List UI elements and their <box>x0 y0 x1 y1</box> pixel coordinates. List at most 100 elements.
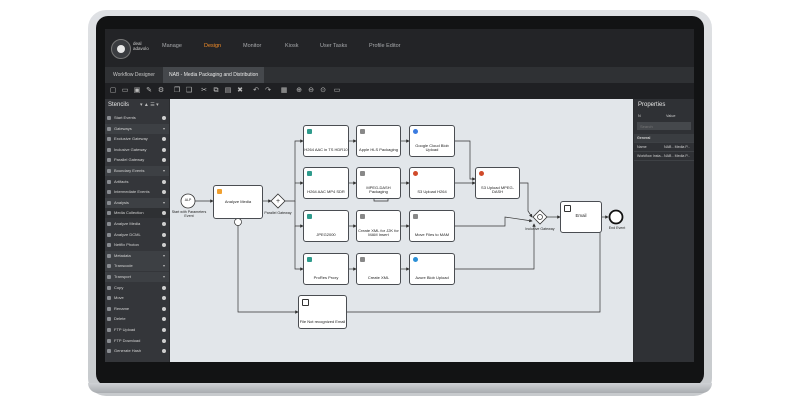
edit-icon[interactable]: ✎ <box>146 87 152 94</box>
stencil-item[interactable]: Rename <box>105 304 169 314</box>
stencil-item[interactable]: Copy <box>105 283 169 293</box>
info-icon[interactable] <box>162 338 166 343</box>
tab-nab-media-packaging[interactable]: NAB - Media Packaging and Distribution <box>163 67 265 83</box>
duplicate-icon[interactable]: ⧉ <box>213 87 219 94</box>
zoom-in-icon[interactable]: ⊕ <box>296 87 302 94</box>
property-row-workflow-instance[interactable]: Workflow Insta... NAB - Media P... <box>634 152 694 161</box>
node-h264-hdr[interactable]: H264 AAC in TS HDR10 <box>303 125 349 157</box>
workflow-canvas[interactable]: + ALP Start with Parameters Event Parall… <box>170 99 633 362</box>
zoom-out-icon[interactable]: ⊖ <box>308 87 314 94</box>
chevron-down-icon[interactable]: ▾ <box>162 168 165 173</box>
nav-design[interactable]: Design <box>204 43 222 49</box>
node-email[interactable]: Email <box>560 201 602 233</box>
stencil-item[interactable]: Parallel Gateway <box>105 155 169 165</box>
save-icon[interactable]: ▣ <box>133 87 141 94</box>
nav-profile-editor[interactable]: Profile Editor <box>369 43 401 49</box>
nav-kiosk[interactable]: Kiosk <box>285 43 299 49</box>
new-file-icon[interactable]: ▢ <box>109 87 117 94</box>
stencil-item[interactable]: Analysis▾ <box>105 197 169 208</box>
info-icon[interactable] <box>162 137 166 142</box>
cut-icon[interactable]: ✂ <box>201 87 207 94</box>
node-mpeg-dash[interactable]: MPEG-DASH Packaging <box>356 167 401 199</box>
stencil-item[interactable]: Artifacts <box>105 177 169 187</box>
stencil-item[interactable]: Inclusive Gateway <box>105 145 169 155</box>
node-jpeg2000[interactable]: JPEG2000 <box>303 210 349 242</box>
stencil-icon <box>107 211 111 216</box>
redo-icon[interactable]: ↷ <box>265 87 271 94</box>
settings-icon[interactable]: ⚙ <box>157 87 165 94</box>
category-icon <box>107 253 111 258</box>
stencil-item[interactable]: Analyze Media <box>105 219 169 229</box>
stencils-tools[interactable]: ▾ ▲ ☰ ▾ <box>140 102 159 108</box>
info-icon[interactable] <box>162 243 166 248</box>
clipboard-icon[interactable]: ▤ <box>224 87 232 94</box>
info-icon[interactable] <box>162 179 166 184</box>
node-file-not-recognized[interactable]: File Not recognized Email <box>298 295 347 329</box>
nav-manage[interactable]: Manage <box>162 43 182 49</box>
stencil-item[interactable]: Exclusive Gateway <box>105 134 169 144</box>
layout-icon[interactable]: ▦ <box>280 87 288 94</box>
properties-section-general[interactable]: General <box>634 134 694 143</box>
info-icon[interactable] <box>162 158 166 163</box>
stencil-item[interactable]: Transcode▾ <box>105 261 169 272</box>
copy-icon[interactable]: ❐ <box>173 87 181 94</box>
nav-monitor[interactable]: Monitor <box>243 43 262 49</box>
stencil-item[interactable]: FTP Upload <box>105 325 169 335</box>
node-s3-mpeg-dash[interactable]: S3 Upload MPEG-DASH <box>475 167 520 199</box>
properties-search-input[interactable] <box>637 122 691 130</box>
stencil-item[interactable]: Boundary Events▾ <box>105 166 169 176</box>
stencil-item[interactable]: Start Events <box>105 113 169 123</box>
property-row-name[interactable]: Name NAB - Media P... <box>634 143 694 152</box>
info-icon[interactable] <box>162 296 166 301</box>
node-analyze-media[interactable]: Analyze Media <box>213 185 263 219</box>
stencil-item[interactable]: Media Collection <box>105 208 169 219</box>
stencil-item[interactable]: Intermediate Events <box>105 187 169 197</box>
node-google-cloud[interactable]: Google Cloud Blob Upload <box>409 125 455 157</box>
chevron-down-icon[interactable]: ▾ <box>162 263 165 269</box>
paste-icon[interactable]: ❑ <box>185 87 193 94</box>
info-icon[interactable] <box>162 147 166 152</box>
stencil-item[interactable]: Transport▾ <box>105 272 169 282</box>
info-icon[interactable] <box>162 349 166 354</box>
stencil-item[interactable]: Move <box>105 293 169 303</box>
node-move-files[interactable]: Move Files to MAM <box>409 210 455 242</box>
delete-icon[interactable]: ✖ <box>237 87 243 94</box>
stencil-item[interactable]: Gateways▾ <box>105 123 169 134</box>
stencil-icon <box>107 116 111 120</box>
chevron-down-icon[interactable]: ▾ <box>162 199 165 205</box>
info-icon[interactable] <box>162 211 166 216</box>
node-prores-proxy[interactable]: ProRes Proxy <box>303 253 349 285</box>
node-azure-blob[interactable]: Azure Blob Upload <box>409 253 455 285</box>
node-s3-h264[interactable]: S3 Upload H264 <box>409 167 455 199</box>
open-folder-icon[interactable]: ▭ <box>121 87 129 94</box>
node-create-xml[interactable]: Create XML <box>356 253 401 285</box>
info-icon[interactable] <box>162 306 166 311</box>
flow-connectors: + <box>180 139 624 314</box>
info-icon[interactable] <box>162 222 166 226</box>
stencil-item[interactable]: Netflix Photon <box>105 240 169 250</box>
info-icon[interactable] <box>162 317 166 322</box>
info-icon[interactable] <box>162 232 166 237</box>
info-icon[interactable] <box>162 285 166 290</box>
node-create-xml-j2k[interactable]: Create XML for J2K for MAM Insert <box>356 210 401 242</box>
node-apple-hls[interactable]: Apple HLS Packaging <box>356 125 401 157</box>
chevron-down-icon[interactable]: ▾ <box>162 252 165 258</box>
stencil-item[interactable]: Delete <box>105 314 169 324</box>
undo-icon[interactable]: ↶ <box>253 87 259 94</box>
info-icon[interactable] <box>162 116 166 120</box>
zoom-fit-icon[interactable]: ⊙ <box>320 87 326 94</box>
stencil-item[interactable]: Generate Hash <box>105 346 169 356</box>
xml-icon <box>360 257 365 262</box>
stencil-item[interactable]: Metadata▾ <box>105 250 169 261</box>
stencil-item[interactable]: Analyze DCML <box>105 230 169 240</box>
xml-icon <box>360 214 365 219</box>
chevron-down-icon[interactable]: ▾ <box>162 274 165 279</box>
nav-user-tasks[interactable]: User Tasks <box>320 43 348 49</box>
node-h264-sdr[interactable]: H264 AAC MP4 SDR <box>303 167 349 199</box>
monitor-icon[interactable]: ▭ <box>333 87 341 94</box>
chevron-down-icon[interactable]: ▾ <box>162 125 165 131</box>
tab-workflow-designer[interactable]: Workflow Designer <box>113 72 155 78</box>
stencil-item[interactable]: FTP Download <box>105 336 169 346</box>
info-icon[interactable] <box>162 190 166 195</box>
info-icon[interactable] <box>162 328 166 332</box>
